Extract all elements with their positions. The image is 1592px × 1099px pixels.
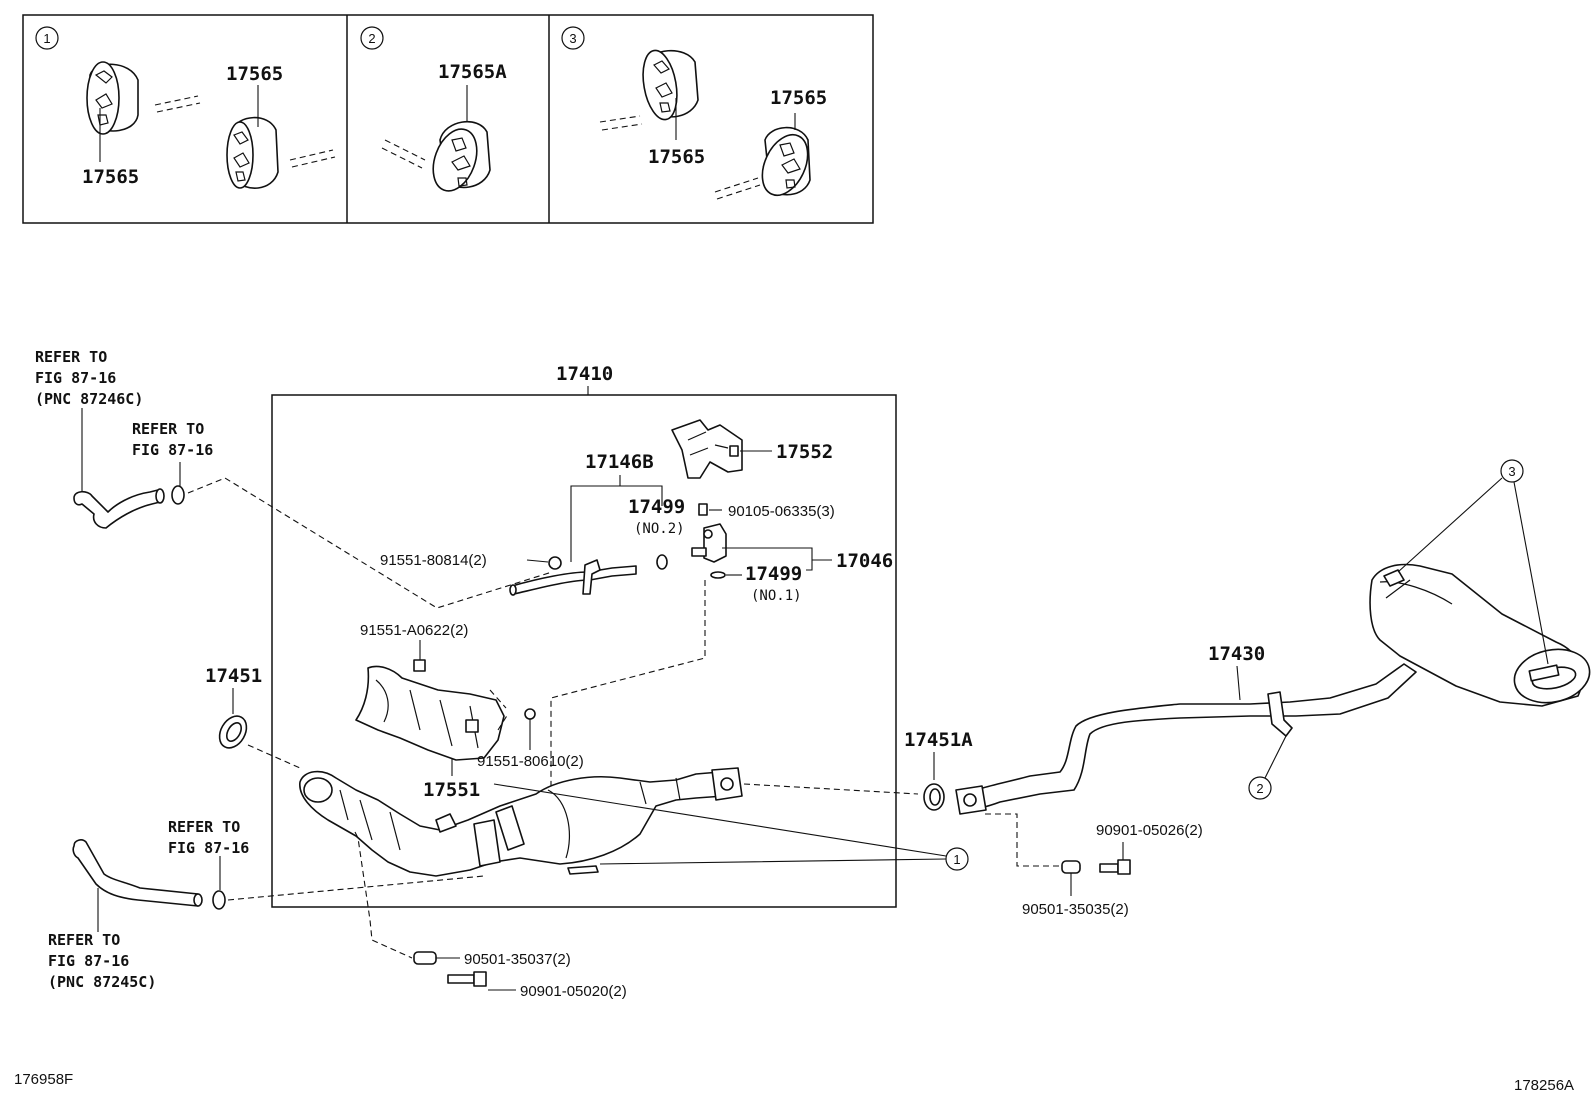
svg-text:REFER TO: REFER TO [35, 348, 107, 366]
refer-to-note-bottom: REFER TO FIG 87-16 [168, 818, 249, 857]
part-label-17046: 17046 [836, 550, 893, 572]
part-label-17430: 17430 [1208, 643, 1265, 665]
part-label-90901-05020: 90901-05020(2) [520, 983, 627, 1000]
assembly-box-17410 [271, 394, 897, 908]
part-label-17565: 17565 [648, 146, 705, 168]
legend-box [22, 14, 874, 224]
gasket-17451-icon [218, 715, 248, 749]
bolt-icon [548, 556, 562, 570]
legend-panel-3: 3 17565 17565 [561, 26, 827, 200]
part-label-91551-A0622: 91551-A0622(2) [360, 622, 468, 639]
part-note-no2: (NO.2) [634, 521, 685, 537]
bolt-icon [698, 503, 708, 516]
callout-circle-3 [1500, 459, 1524, 483]
svg-text:REFER TO: REFER TO [48, 931, 120, 949]
vacuum-hose-icon [72, 839, 226, 932]
part-note-no1: (NO.1) [751, 588, 802, 604]
callout-number-1: 1 [953, 852, 960, 867]
o-ring-icon [710, 571, 726, 579]
svg-text:FIG 87-16: FIG 87-16 [168, 839, 249, 857]
svg-text:FIG 87-16: FIG 87-16 [48, 952, 129, 970]
part-label-17451A: 17451A [904, 729, 973, 751]
part-label-17551: 17551 [423, 779, 480, 801]
part-label-17565: 17565 [226, 63, 283, 85]
svg-text:REFER TO: REFER TO [168, 818, 240, 836]
o-ring-icon [656, 554, 668, 570]
part-label-17451: 17451 [205, 665, 262, 687]
callout-circle-2 [1248, 776, 1272, 800]
refer-to-note-top-left: REFER TO FIG 87-16 (PNC 87246C) [35, 348, 143, 408]
rubber-hanger-icon [86, 61, 139, 135]
part-label-90105-06335: 90105-06335(3) [728, 503, 835, 520]
panel-number-2: 2 [368, 31, 375, 46]
vacuum-hose-icon [73, 408, 185, 529]
callout-number-3: 3 [1508, 464, 1515, 479]
bolt-icon [447, 971, 487, 987]
panel-number-1: 1 [43, 31, 50, 46]
part-label-17410: 17410 [556, 363, 613, 385]
svg-text:REFER TO: REFER TO [132, 420, 204, 438]
bolt-icon [413, 659, 426, 672]
legend-panel-1: 1 17565 17565 [35, 26, 336, 189]
svg-text:(PNC 87246C): (PNC 87246C) [35, 390, 143, 408]
refer-to-note-bottom-left: REFER TO FIG 87-16 (PNC 87245C) [48, 931, 156, 991]
refer-to-note-top: REFER TO FIG 87-16 [132, 420, 213, 459]
spring-icon [1061, 860, 1081, 874]
legend-panel-2: 2 17565A [360, 26, 507, 192]
heat-insulator-17551-icon [355, 665, 509, 761]
part-label-17499: 17499 [745, 563, 802, 585]
part-label-91551-80610: 91551-80610(2) [477, 753, 584, 770]
spring-icon [413, 951, 437, 965]
part-label-90901-05026: 90901-05026(2) [1096, 822, 1203, 839]
part-label-90501-35035: 90501-35035(2) [1022, 901, 1129, 918]
bolt-icon [524, 708, 536, 720]
part-label-17565: 17565 [82, 166, 139, 188]
part-label-17565A: 17565A [438, 61, 507, 83]
rubber-hanger-icon [642, 49, 699, 121]
tail-pipe-17430-icon [955, 663, 1417, 815]
catalytic-converter-pipe-icon [299, 767, 743, 877]
muffler-icon [1369, 563, 1591, 707]
part-label-17552: 17552 [776, 441, 833, 463]
part-label-91551-80814: 91551-80814(2) [380, 552, 487, 569]
svg-text:(PNC 87245C): (PNC 87245C) [48, 973, 156, 991]
pipe-17146b-icon [509, 559, 637, 596]
svg-text:FIG 87-16: FIG 87-16 [35, 369, 116, 387]
gasket-17451a-icon [923, 783, 945, 811]
part-label-17565: 17565 [770, 87, 827, 109]
svg-text:FIG 87-16: FIG 87-16 [132, 441, 213, 459]
part-label-17146B: 17146B [585, 451, 654, 473]
callout-number-2: 2 [1256, 781, 1263, 796]
rubber-hanger-icon [226, 116, 279, 189]
bolt-icon [1099, 859, 1131, 875]
panel-number-3: 3 [569, 31, 576, 46]
pressure-sensor-icon [691, 523, 727, 563]
rubber-hanger-icon [432, 120, 491, 192]
illustration-code-right: 178256A [1514, 1077, 1574, 1094]
rubber-hanger-icon [761, 126, 811, 197]
part-label-90501-35037: 90501-35037(2) [464, 951, 571, 968]
illustration-code-left: 176958F [14, 1071, 73, 1088]
part-label-17499: 17499 [628, 496, 685, 518]
bracket-17552-icon [671, 419, 743, 479]
